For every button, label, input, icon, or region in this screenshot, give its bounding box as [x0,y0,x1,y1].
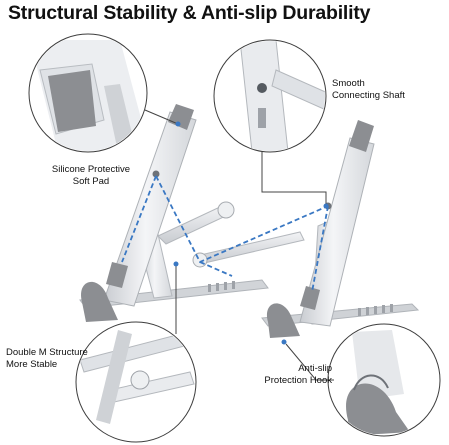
connecting-shaft-detail-circle [213,39,327,153]
silicone-pad-label-line1: Silicone Protective [51,164,131,175]
double-m-label-line2: More Stable [6,358,58,370]
left-stand [79,104,305,322]
anti-slip-hook-detail-circle [327,323,441,437]
double-m-detail-circle [75,321,197,443]
smooth-shaft-label-line2: Connecting Shaft [332,89,405,101]
smooth-shaft-label-line1: Smooth [332,78,365,89]
smooth-shaft-label: Smooth Connecting Shaft [332,78,405,101]
anti-slip-hook-label-line1: Anti-slip [298,363,332,374]
right-stand [261,120,420,338]
double-m-label: Double M Structure More Stable [6,347,88,370]
page-title: Structural Stability & Anti-slip Durabil… [8,2,371,24]
double-m-label-line1: Double M Structure [6,347,88,358]
double-m-structure-lines [121,175,329,293]
anti-slip-hook-label: Anti-slip Protection Hook [258,363,332,386]
callout-pointer-lines [144,109,334,381]
anti-slip-hook-label-line2: Protection Hook [264,374,332,386]
silicone-pad-detail-circle [28,33,148,153]
silicone-pad-label: Silicone Protective Soft Pad [36,164,146,187]
silicone-pad-label-line2: Soft Pad [72,175,110,187]
